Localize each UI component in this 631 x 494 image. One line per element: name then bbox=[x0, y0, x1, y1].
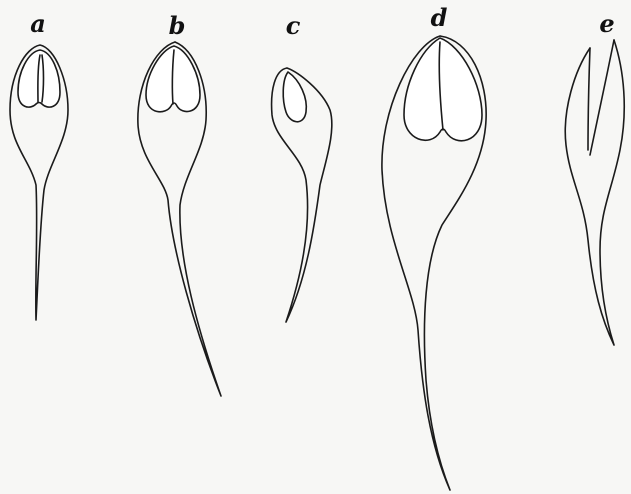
specimen-d bbox=[382, 36, 486, 490]
specimen-c bbox=[272, 68, 332, 322]
specimen-a bbox=[10, 45, 68, 320]
specimen-e-cleft-right bbox=[590, 40, 614, 155]
specimen-e bbox=[565, 40, 624, 345]
specimen-e-body bbox=[565, 40, 624, 345]
specimen-c-lobe bbox=[283, 72, 306, 122]
specimen-b bbox=[138, 42, 221, 396]
specimen-e-cleft-left bbox=[588, 48, 590, 150]
